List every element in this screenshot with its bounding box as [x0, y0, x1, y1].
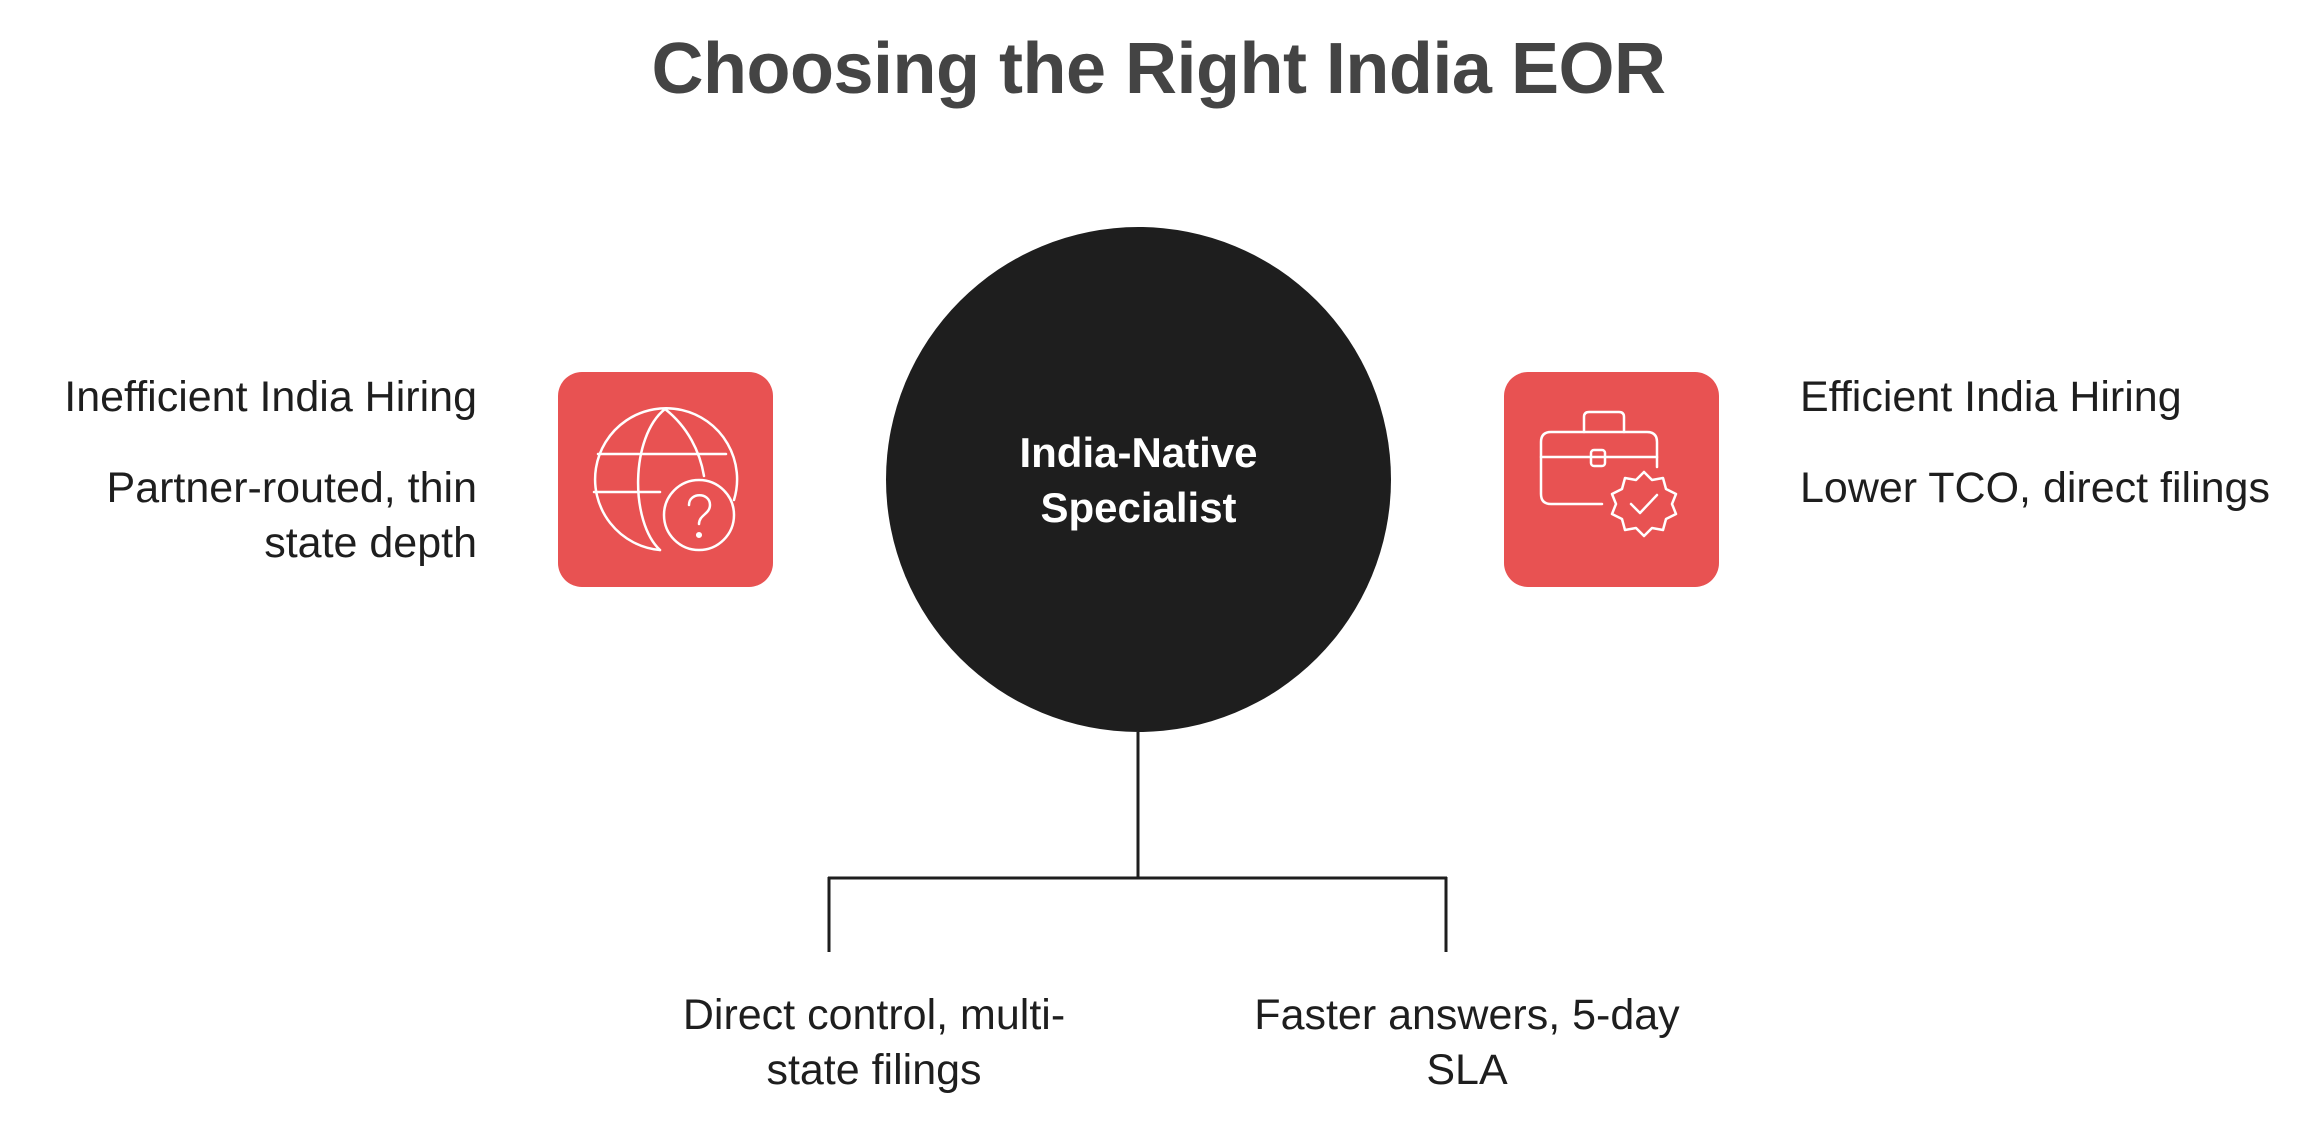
diagram-title: Choosing the Right India EOR — [651, 29, 1666, 109]
left-description: Partner-routed, thin state depth — [106, 464, 477, 567]
center-node: India-Native Specialist — [886, 227, 1391, 732]
left-heading: Inefficient India Hiring — [64, 373, 477, 421]
branch-label-left: Direct control, multi-state filings — [682, 991, 1066, 1094]
right-tile — [1504, 372, 1719, 587]
branch-label-right: Faster answers, 5-day SLA — [1254, 991, 1680, 1094]
left-tile — [558, 372, 773, 587]
center-node-label: India-Native Specialist — [1019, 428, 1258, 531]
briefcase-badge-check-icon — [1539, 410, 1678, 538]
right-description: Lower TCO, direct filings — [1800, 464, 2270, 512]
right-heading: Efficient India Hiring — [1800, 373, 2182, 421]
globe-question-icon — [592, 407, 739, 552]
